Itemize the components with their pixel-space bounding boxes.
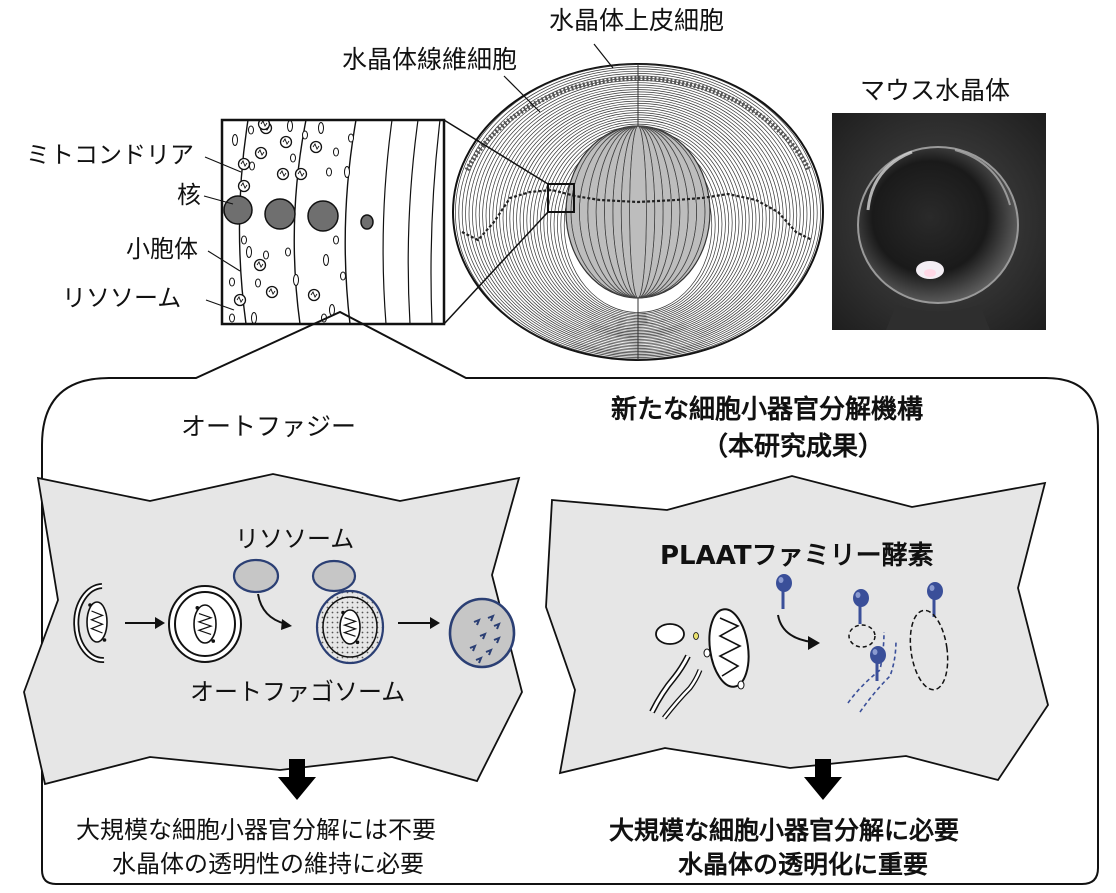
zoom-inset bbox=[220, 118, 446, 326]
right-conclusion-line1: 大規模な細胞小器官分解に必要 bbox=[609, 816, 960, 845]
plaat-enzyme-label: PLAATファミリー酵素 bbox=[660, 541, 934, 571]
down-arrow-left bbox=[278, 759, 316, 800]
mouse-lens-label: マウス水晶体 bbox=[860, 76, 1011, 105]
right-conclusion-line2: 水晶体の透明化に重要 bbox=[678, 850, 929, 879]
plaat-cell bbox=[545, 475, 1049, 782]
lens-diagram bbox=[452, 63, 824, 361]
left-conclusion-line1: 大規模な細胞小器官分解には不要 bbox=[76, 816, 436, 844]
nuclear-bow-line bbox=[461, 188, 813, 242]
fiber-cell-label: 水晶体線維細胞 bbox=[342, 45, 518, 74]
autophagy-process bbox=[73, 558, 516, 669]
nucleus bbox=[307, 200, 339, 232]
bottom-panel-frame bbox=[41, 310, 1099, 885]
mitochondria-label: ミトコンドリア bbox=[26, 141, 194, 169]
new-mechanism-title: 新たな細胞小器官分解機構 bbox=[611, 395, 924, 425]
epithelial-cell-label: 水晶体上皮細胞 bbox=[549, 6, 725, 35]
degrading-nucleus bbox=[360, 214, 374, 230]
vesicle-label: 小胞体 bbox=[126, 235, 198, 263]
lysosome-process-label: リソソーム bbox=[235, 525, 355, 553]
zoom-line-bottom bbox=[443, 211, 549, 325]
lysosome-label: リソソーム bbox=[62, 284, 182, 312]
nucleus-label: 核 bbox=[177, 181, 201, 209]
autophagosome-label: オートファゴソーム bbox=[190, 678, 406, 706]
plaat-process bbox=[649, 574, 949, 720]
zoom-box bbox=[547, 183, 575, 213]
down-arrow-right bbox=[804, 759, 842, 800]
this-study-label: （本研究成果） bbox=[702, 432, 885, 462]
nucleus bbox=[264, 198, 296, 230]
fiber-cell-lines bbox=[453, 64, 823, 360]
nucleus bbox=[223, 195, 253, 225]
autophagy-title: オートファジー bbox=[181, 412, 357, 441]
mouse-lens-photo bbox=[832, 113, 1046, 330]
left-conclusion-line2: 水晶体の透明性の維持に必要 bbox=[112, 850, 424, 878]
epithelial-layer bbox=[464, 76, 812, 172]
autophagy-cell bbox=[23, 473, 523, 786]
zoom-line-top bbox=[443, 119, 549, 185]
